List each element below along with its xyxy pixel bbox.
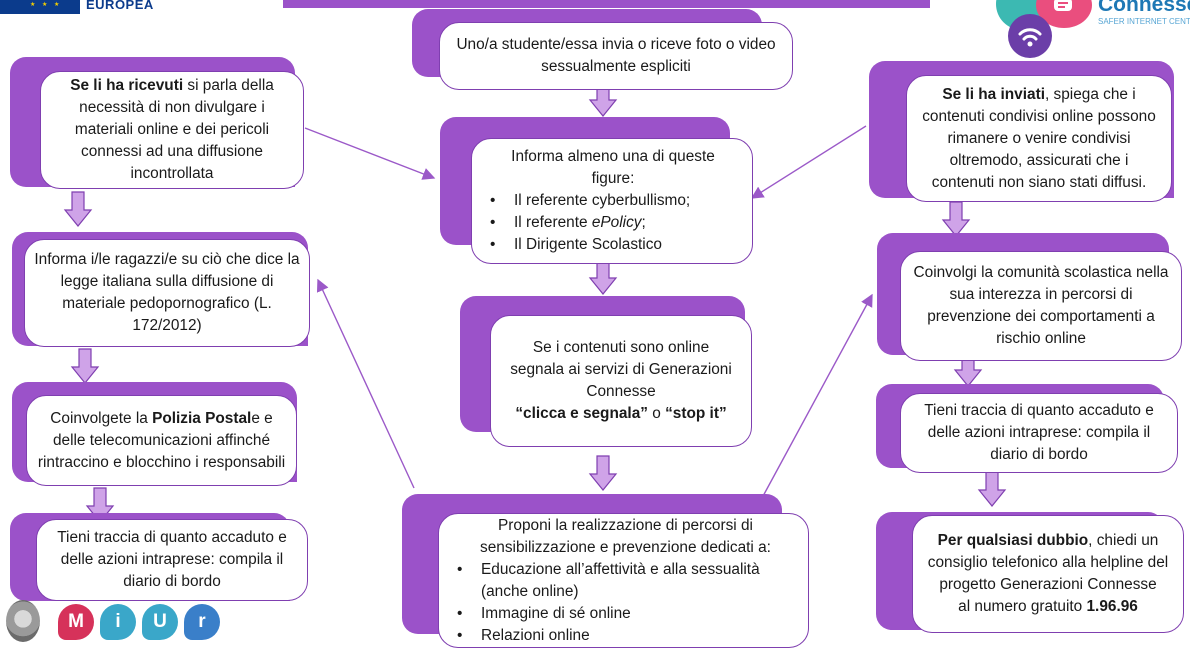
down-arrow [941, 201, 971, 237]
right-step-4: Per qualsiasi dubbio, chiedi un consigli… [912, 515, 1184, 633]
step-text: Informa i/le ragazzi/e su ciò che dice l… [34, 251, 300, 334]
logo-title: Connesse [1098, 0, 1190, 16]
connector-line [761, 293, 873, 499]
star-icon: ★ [54, 2, 60, 8]
list-item: Relazioni online [451, 625, 800, 647]
wifi-icon [1008, 14, 1052, 58]
step-text: Tieni traccia di quanto accaduto e delle… [924, 402, 1154, 463]
star-icon: ★ [42, 2, 48, 8]
center-step-3: Se i contenuti sono online segnala ai se… [490, 315, 752, 447]
down-arrow [70, 348, 100, 384]
eu-flag: ★ ★ ★ [0, 0, 80, 14]
miur-letter: U [142, 604, 178, 640]
step-text: Tieni traccia di quanto accaduto e delle… [57, 529, 287, 590]
step-text: Informa almeno una di queste figure: [511, 148, 715, 187]
topic-list: Educazione all’affettività e alla sessua… [451, 559, 800, 647]
logo-subtitle: SAFER INTERNET CENTRE [1098, 17, 1190, 26]
list-item: Educazione all’affettività e alla sessua… [451, 559, 800, 603]
step-text: Uno/a studente/essa invia o riceve foto … [456, 36, 776, 75]
center-step-4: Proponi la realizzazione di percorsi di … [438, 513, 809, 648]
left-step-2: Informa i/le ragazzi/e su ciò che dice l… [24, 239, 310, 347]
helpline-number: 1.96.96 [1086, 598, 1138, 615]
down-arrow [588, 455, 618, 491]
center-step-1: Uno/a studente/essa invia o riceve foto … [439, 22, 793, 90]
star-icon: ★ [30, 2, 36, 8]
miur-letter: M [58, 604, 94, 640]
eu-label: EUROPEA [86, 0, 154, 12]
right-step-1: Se li ha inviati, spiega che i contenuti… [906, 75, 1172, 202]
left-step-1: Se li ha ricevuti si parla della necessi… [40, 71, 304, 189]
down-arrow [588, 259, 618, 295]
step-text: Se i contenuti sono online segnala ai se… [510, 339, 732, 400]
miur-letter: r [184, 604, 220, 640]
left-step-3: Coinvolgete la Polizia Postale e delle t… [26, 395, 297, 486]
connector-line [304, 127, 436, 180]
chat-icon [1054, 0, 1072, 11]
step-text: Proponi la realizzazione di percorsi di … [480, 517, 771, 556]
step-text: Coinvolgi la comunità scolastica nella s… [913, 264, 1169, 347]
miur-letter: i [100, 604, 136, 640]
list-item: Il referente ePolicy; [484, 212, 742, 234]
right-step-3: Tieni traccia di quanto accaduto e delle… [900, 393, 1178, 473]
down-arrow [977, 471, 1007, 507]
connector-line [750, 125, 867, 199]
top-bar [283, 0, 930, 8]
connector-line [316, 278, 415, 489]
down-arrow [63, 191, 93, 227]
list-item: Il Dirigente Scolastico [484, 234, 742, 256]
center-step-2: Informa almeno una di queste figure: Il … [471, 138, 753, 264]
right-step-2: Coinvolgi la comunità scolastica nella s… [900, 251, 1182, 361]
left-step-4: Tieni traccia di quanto accaduto e delle… [36, 519, 308, 601]
figure-list: Il referente cyberbullismo; Il referente… [484, 190, 742, 256]
list-item: Il referente cyberbullismo; [484, 190, 742, 212]
list-item: Immagine di sé online [451, 603, 800, 625]
italian-emblem-icon [6, 600, 40, 642]
